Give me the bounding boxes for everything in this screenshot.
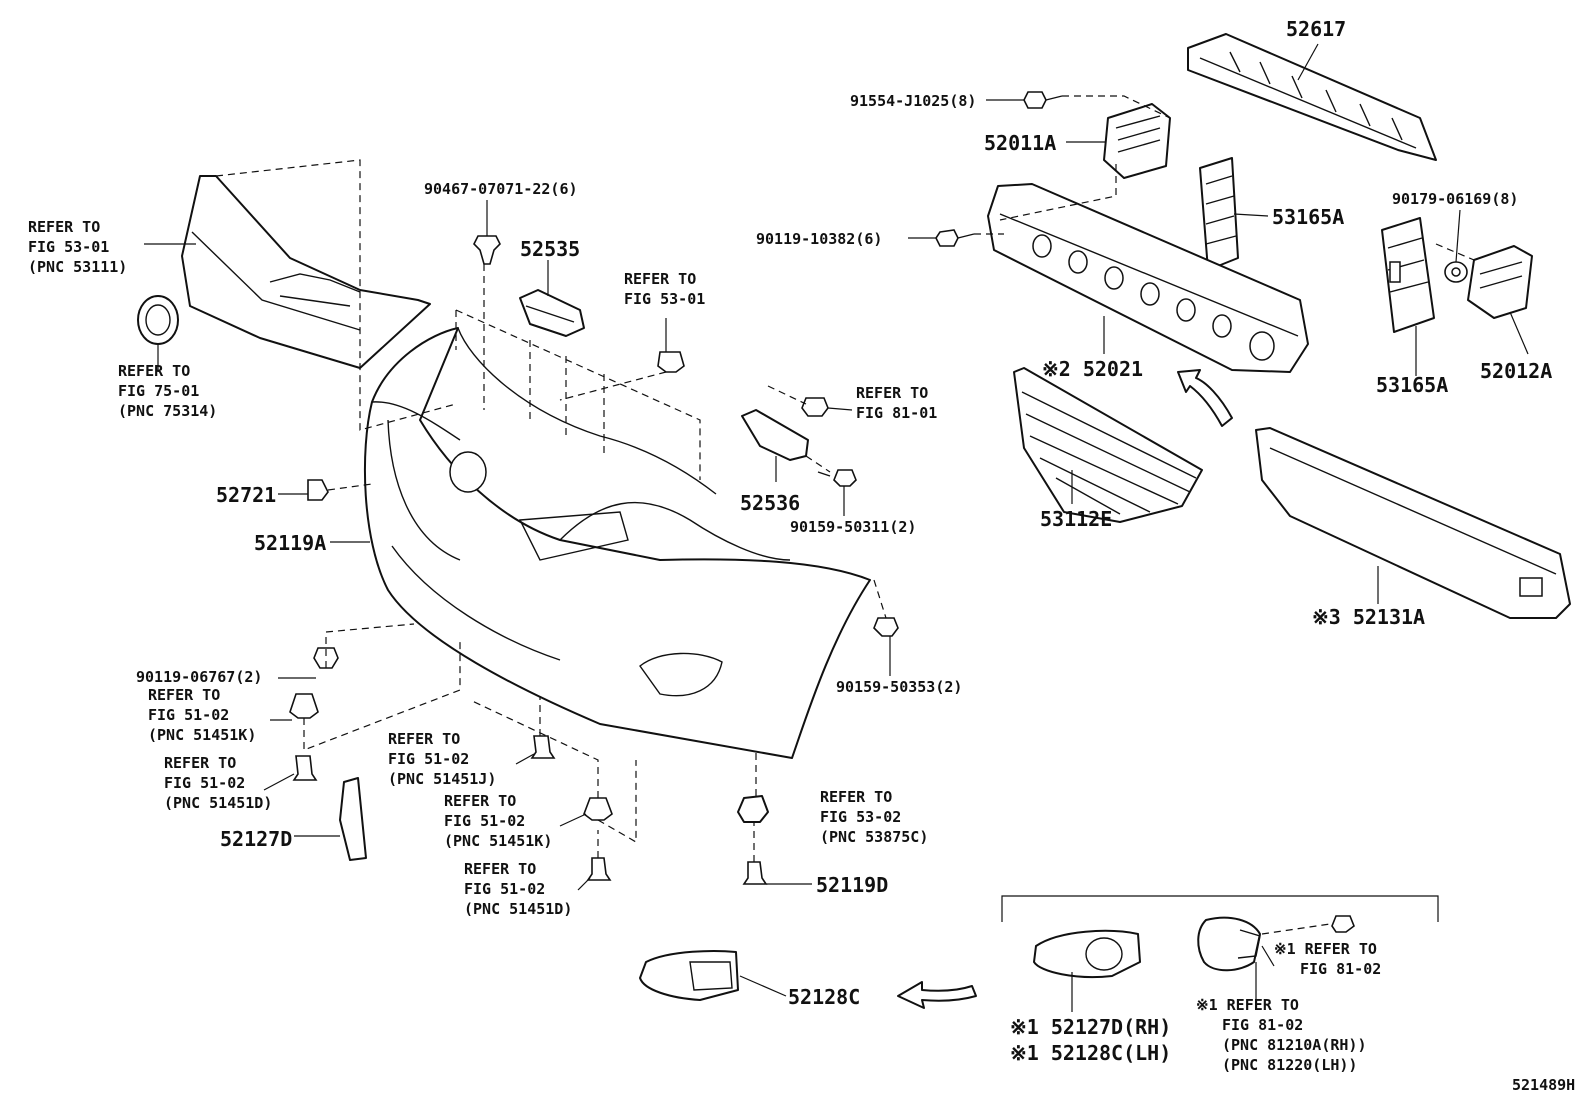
screw-fog: [1331, 915, 1355, 933]
refer-fog-screw: ※1 REFER TO FIG 81-02: [1274, 940, 1386, 978]
label-90119-06767: 90119-06767(2): [136, 668, 262, 686]
label-52127D: 52127D: [220, 827, 292, 851]
label-90159-50353: 90159-50353(2): [836, 678, 962, 696]
grille-53112E: [1013, 367, 1203, 523]
label-53165A-bottom: 53165A: [1376, 373, 1448, 397]
sensor-53875C: [737, 795, 769, 823]
refer-grille: REFER TO FIG 53-01 (PNC 53111): [28, 218, 127, 276]
fog-assembly-bracket: [1001, 895, 1439, 922]
label-52021: ※2 52021: [1042, 357, 1143, 381]
bracket-52535: [519, 289, 585, 337]
label-90467: 90467-07071-22(6): [424, 180, 578, 198]
cover-52127D: [339, 777, 367, 861]
refer-emblem: REFER TO FIG 75-01 (PNC 75314): [118, 362, 217, 420]
bolt-51451D-a: [292, 755, 318, 781]
assembly-lines: [215, 95, 1475, 935]
emblem: [137, 295, 179, 345]
diagram-id: 521489H: [1512, 1076, 1575, 1094]
bolt-91554: [1023, 91, 1063, 109]
label-90119-10382: 90119-10382(6): [756, 230, 882, 248]
fog-cover-52128C: [639, 950, 739, 1001]
bolt-90119-10382: [935, 229, 975, 247]
reinforcement-52021: [987, 183, 1309, 373]
refer-bolt-51451D-a: REFER TO FIG 51-02 (PNC 51451D): [164, 754, 272, 812]
label-52128C-lh: ※1 52128C(LH): [1010, 1041, 1171, 1065]
refer-bolt-51451J: REFER TO FIG 51-02 (PNC 51451J): [388, 730, 496, 788]
label-91554: 91554-J1025(8): [850, 92, 976, 110]
nut-51451K-a: [289, 693, 319, 719]
label-52131A: ※3 52131A: [1312, 605, 1425, 629]
nut-51451K-b: [583, 797, 613, 821]
clip-52721: [307, 479, 329, 501]
fog-cover-52127D-rh: [1033, 929, 1141, 979]
label-52119A: 52119A: [254, 531, 326, 555]
absorber-52617: [1187, 33, 1437, 161]
label-52535: 52535: [520, 237, 580, 261]
label-52128C: 52128C: [788, 985, 860, 1009]
clip-refer-53-01: [657, 351, 685, 373]
refer-clip-top: REFER TO FIG 53-01: [624, 270, 705, 308]
bracket-53165A-bottom: [1381, 217, 1435, 333]
label-53112E: 53112E: [1040, 507, 1112, 531]
label-52127D-rh: ※1 52127D(RH): [1010, 1015, 1171, 1039]
fog-lamp: [1197, 916, 1261, 972]
screw-90159-50311: [817, 469, 857, 487]
absorber-52131A: [1255, 427, 1571, 619]
bracket-52011A: [1103, 103, 1171, 179]
label-53165A-top: 53165A: [1272, 205, 1344, 229]
leader-lines: [144, 43, 1529, 1012]
bumper-cover-52119A: [363, 327, 871, 759]
part-labels: 52617 91554-J1025(8) 52011A 53165A 90179…: [136, 17, 1575, 1094]
refer-fog-lamp: ※1 REFER TO FIG 81-02 (PNC 81210A(RH)) (…: [1196, 996, 1376, 1074]
bracket-52536: [741, 409, 809, 461]
bolt-51451D-b: [586, 857, 612, 881]
clip-90467: [473, 235, 501, 265]
radiator-grille: [181, 175, 431, 369]
label-52011A: 52011A: [984, 131, 1056, 155]
arrow-up-icon: [1177, 369, 1233, 427]
bolt-52119D: [742, 861, 768, 885]
refer-sensor-53875C: REFER TO FIG 53-02 (PNC 53875C): [820, 788, 928, 846]
refer-notes: REFER TO FIG 53-01 (PNC 53111) REFER TO …: [28, 218, 1386, 1074]
nut-90179: [1444, 261, 1468, 283]
bracket-53165A-top: [1199, 157, 1239, 271]
refer-nut-51451K-a: REFER TO FIG 51-02 (PNC 51451K): [148, 686, 256, 744]
screw-90159-50353: [873, 617, 899, 637]
label-52617: 52617: [1286, 17, 1346, 41]
screw-refer-81-01: [801, 397, 829, 417]
arrow-left-icon: [897, 981, 977, 1009]
refer-screw-81: REFER TO FIG 81-01: [856, 384, 937, 422]
bolt-51451J: [530, 735, 556, 759]
label-52012A: 52012A: [1480, 359, 1552, 383]
label-90179: 90179-06169(8): [1392, 190, 1518, 208]
label-52119D: 52119D: [816, 873, 888, 897]
bolt-90119-06767: [313, 647, 339, 669]
label-52536: 52536: [740, 491, 800, 515]
label-90159-50311: 90159-50311(2): [790, 518, 916, 536]
refer-nut-51451K-b: REFER TO FIG 51-02 (PNC 51451K): [444, 792, 552, 850]
label-52721: 52721: [216, 483, 276, 507]
bracket-52012A: [1467, 245, 1533, 319]
refer-bolt-51451D-b: REFER TO FIG 51-02 (PNC 51451D): [464, 860, 572, 918]
